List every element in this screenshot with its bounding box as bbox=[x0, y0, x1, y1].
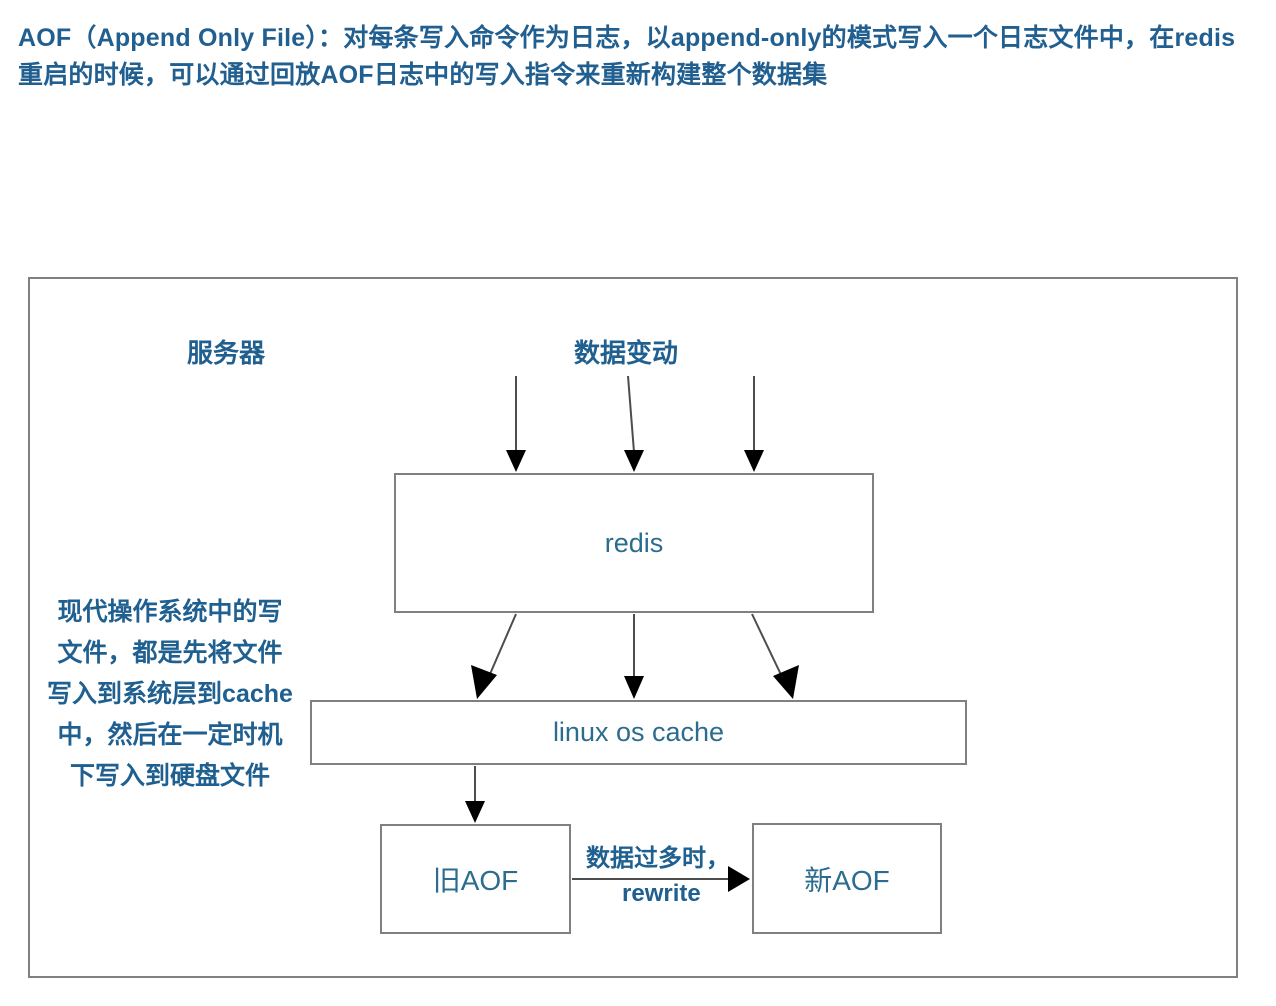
node-old-aof-label: 旧AOF bbox=[432, 865, 519, 896]
label-server: 服务器 bbox=[187, 338, 266, 368]
node-linux-os-cache[interactable]: linux os cache bbox=[310, 700, 967, 765]
page-title: AOF（Append Only File）：对每条写入命令作为日志，以appen… bbox=[18, 24, 1236, 89]
node-new-aof[interactable]: 新AOF bbox=[752, 823, 942, 934]
node-old-aof[interactable]: 旧AOF bbox=[380, 824, 571, 934]
node-linux-os-cache-label: linux os cache bbox=[552, 717, 725, 747]
label-rewrite-action: rewrite bbox=[622, 880, 701, 907]
node-redis[interactable]: redis bbox=[394, 473, 874, 613]
node-redis-label: redis bbox=[604, 527, 664, 558]
label-data-change: 数据变动 bbox=[574, 338, 679, 368]
label-os-cache-note: 现代操作系统中的写文件，都是先将文件写入到系统层到cache中，然后在一定时机下… bbox=[47, 598, 293, 790]
node-new-aof-label: 新AOF bbox=[804, 864, 890, 896]
label-rewrite-condition: 数据过多时， bbox=[586, 845, 730, 872]
